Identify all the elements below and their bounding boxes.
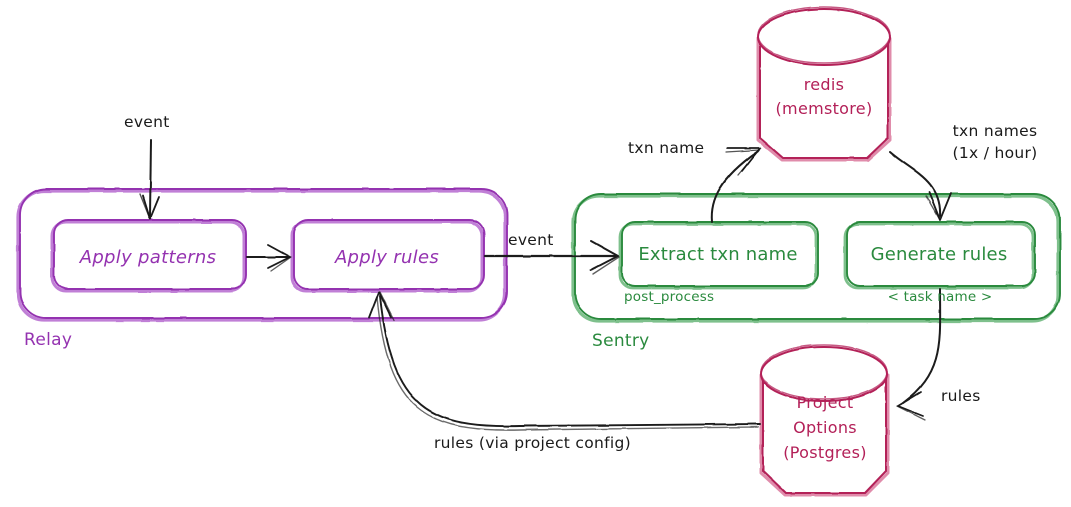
project-options-datastore-shape	[759, 344, 890, 497]
apply-rules-box[interactable]	[290, 219, 485, 293]
edge-redis-to-generate	[889, 151, 952, 221]
extract-txn-name-box[interactable]	[618, 221, 819, 290]
edge-generate-to-project-options	[896, 288, 942, 421]
edge-patterns-to-rules	[246, 244, 292, 272]
redis-datastore-shape	[756, 6, 892, 162]
edge-event-relay-sentry	[483, 240, 620, 275]
apply-patterns-box[interactable]	[50, 219, 247, 293]
edge-event-in	[139, 139, 160, 220]
edge-project-options-to-apply-rules	[368, 291, 761, 431]
generate-rules-box[interactable]	[843, 221, 1036, 290]
edge-txn-name-to-redis	[710, 147, 761, 223]
